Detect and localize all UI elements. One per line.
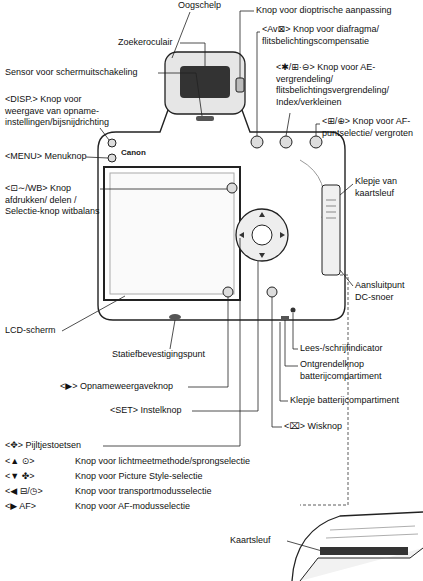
part-label: Klepje batterijcompartiment [290,395,399,407]
key-symbol: <▶ AF> [5,501,36,513]
af-point-button [310,136,322,148]
menu-button [108,154,116,162]
lcd-inner [110,173,234,294]
key-description: Knop voor Picture Style-selectie [75,471,203,483]
av-button [251,136,263,148]
thumb-rest [300,160,324,218]
part-label: <⊡∼/WB> Knop afdrukken/ delen / Selectie… [5,183,101,218]
inset-camera-side [292,512,423,581]
access-lamp [291,308,296,313]
card-slot [320,547,408,555]
part-label: <DISP.> Knop voor weergave van opname-in… [5,94,117,129]
part-label: Klepje van kaartsleuf [355,176,421,199]
viewfinder-eyepiece [180,66,230,98]
key-symbol: <▲ ⊙> [5,456,34,468]
key-description: Knop voor transportmodusselectie [75,486,212,498]
part-label: Oogschelp [178,0,221,12]
part-label: Zoekeroculair [118,37,173,49]
key-symbol: <✥> Pijltjestoetsen [5,440,81,452]
print-wb-button [227,183,237,193]
part-label: Lees-/schrijfindicator [300,343,383,355]
camera-body [98,110,345,320]
part-label: <✱/⊞·⊖> Knop voor AE-vergrendeling/ flit… [276,62,423,108]
part-label: <⌧> Wisknop [284,421,342,433]
part-label: LCD-scherm [5,325,56,337]
inset-shading [326,526,418,538]
part-label: <⊞/⊕> Knop voor AF-puntselectie/ vergrot… [322,116,422,139]
tripod-socket [169,314,181,320]
part-label: Kaartsleuf [230,535,271,547]
card-slot-cover [322,185,340,275]
part-label: <SET> Instelknop [110,405,182,417]
part-label: Knop voor dioptrische aanpassing [256,5,392,17]
part-label: Statiefbevestigingspunt [112,349,205,361]
inset-cover-open [300,548,423,581]
battery-release [281,316,289,320]
erase-button [267,287,277,297]
key-symbol: <◀ ⊟/◷> [5,486,43,498]
cover-ridges [326,200,336,218]
part-label: <▶> Opnameweergaveknop [60,381,173,393]
cross-keys [236,209,288,261]
disp-button [108,139,116,147]
display-off-sensor [196,116,214,121]
part-label: Ontgrendelknop batterijcompartiment [300,359,418,382]
playback-button [223,287,233,297]
part-label: Sensor voor schermuitschakeling [5,67,138,79]
dioptric-knob [236,78,244,92]
part-label: <MENU> Menuknop [5,151,87,163]
lcd-screen [104,167,240,300]
key-symbol: <▼ ✤> [5,471,34,483]
brand-logo: Canon [121,147,146,159]
part-label: <Av⊠> Knop voor diafragma/ flitsbelichti… [262,24,417,47]
part-label: Aansluitpunt DC-snoer [355,280,421,303]
inset-bracket [300,275,348,505]
key-description: Knop voor lichtmeetmethode/sprongselecti… [75,456,250,468]
key-description: Knop voor AF-modusselectie [75,501,190,513]
ae-lock-button [280,136,292,148]
set-button [252,225,272,245]
arrow-marks [239,212,285,258]
